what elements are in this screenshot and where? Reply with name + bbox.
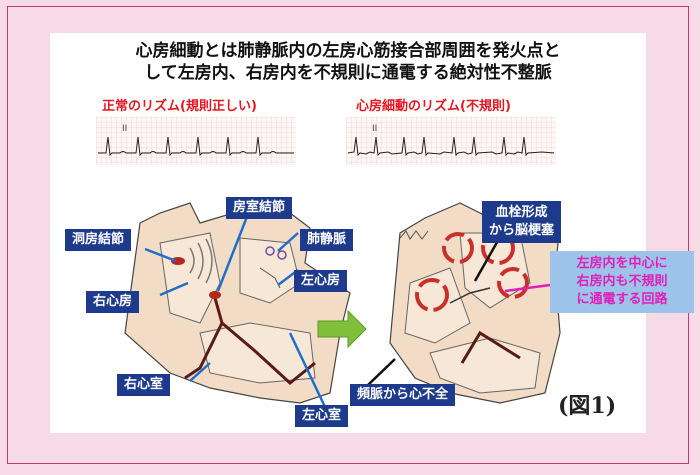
title-line-2: して左房内、右房内を不規則に通電する絶対性不整脈 xyxy=(144,63,552,83)
normal-ecg-strip: II xyxy=(96,117,296,165)
af-ecg-strip: II xyxy=(346,117,556,165)
figure-title: 心房細動とは肺静脈内の左房心筋接合部周囲を発火点と して左房内、右房内を不規則に… xyxy=(50,40,646,84)
av-node-label: 房室結節 xyxy=(226,197,293,219)
right-atrium-label: 右心房 xyxy=(86,291,140,313)
left-atrium-label: 左心房 xyxy=(294,270,348,292)
heart-diagram xyxy=(124,202,561,408)
svg-text:II: II xyxy=(122,124,127,134)
thrombus-line-2: から脳梗塞 xyxy=(489,223,555,238)
figure-panel: 心房細動とは肺静脈内の左房心筋接合部周囲を発火点と して左房内、右房内を不規則に… xyxy=(50,33,694,433)
circuit-line-2: 右房内も不規則 xyxy=(576,274,668,289)
svg-text:II: II xyxy=(372,124,377,134)
sinus-node-label: 洞房結節 xyxy=(65,229,132,251)
af-heart xyxy=(389,202,561,404)
tachycardia-label: 頻脈から心不全 xyxy=(350,384,456,406)
progression-arrow xyxy=(317,309,367,349)
figure-number: (図1) xyxy=(558,393,617,419)
thrombus-label: 血栓形成 から脳梗塞 xyxy=(482,201,562,243)
pulmonary-vein-label: 肺静脈 xyxy=(300,229,354,251)
thrombus-line-1: 血栓形成 xyxy=(495,205,548,220)
title-line-1: 心房細動とは肺静脈内の左房心筋接合部周囲を発火点と xyxy=(135,41,561,61)
reentry-circuit-label: 左房内を中心に 右房内も不規則 に通電する回路 xyxy=(550,251,694,313)
normal-heart xyxy=(124,202,351,404)
normal-rhythm-label: 正常のリズム(規則正しい) xyxy=(102,99,257,114)
right-ventricle-label: 右心室 xyxy=(117,374,171,396)
circuit-line-1: 左房内を中心に xyxy=(576,256,668,271)
circuit-line-3: に通電する回路 xyxy=(576,292,668,307)
left-ventricle-label: 左心室 xyxy=(295,405,349,427)
af-rhythm-label: 心房細動のリズム(不規則) xyxy=(356,99,511,114)
